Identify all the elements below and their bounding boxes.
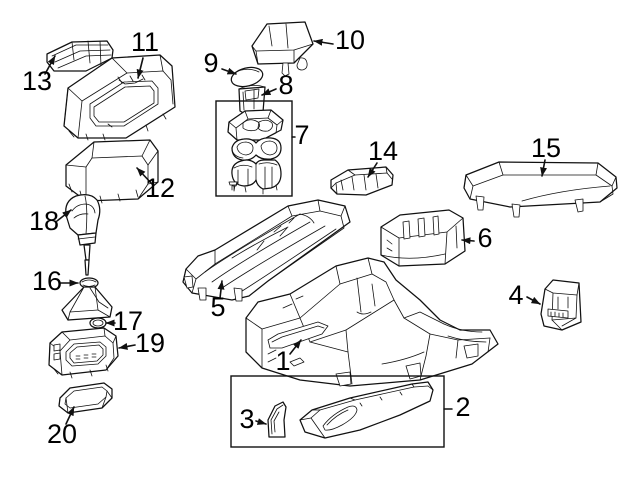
part-armrest-frame: [182, 199, 351, 302]
callout-12[interactable]: 12: [145, 173, 175, 203]
callout-3[interactable]: 3: [239, 404, 254, 434]
callout-17[interactable]: 17: [113, 306, 143, 336]
group-box-cupholder: [215, 100, 293, 197]
part-shifter-trim-ring: [58, 382, 113, 414]
group-box-floor-trim: [230, 375, 445, 448]
part-floor-trim-panel: [299, 381, 434, 439]
callout-13[interactable]: 13: [22, 66, 52, 96]
part-shift-boot: [61, 277, 113, 321]
callout-numbers: 1 2 3 4 5 6 7 8 9 10 11 12 13 14 15 16 1…: [22, 25, 561, 449]
part-cupholder-lower-cups: [231, 159, 282, 195]
callout-2[interactable]: 2: [455, 392, 470, 422]
callout-10[interactable]: 10: [335, 25, 365, 55]
callout-9[interactable]: 9: [203, 48, 218, 78]
part-cupholder-mid-ring: [231, 137, 282, 161]
part-cupholder-top-tray: [227, 109, 284, 141]
callout-6[interactable]: 6: [477, 223, 492, 253]
callout-15[interactable]: 15: [531, 133, 561, 163]
callout-18[interactable]: 18: [29, 206, 59, 236]
part-console-frame-surround: [65, 139, 159, 204]
part-storage-bin: [380, 209, 466, 267]
part-shift-knob: [65, 194, 101, 276]
part-retaining-grommet: [89, 317, 107, 329]
callout-20[interactable]: 20: [47, 419, 77, 449]
callout-1[interactable]: 1: [275, 346, 290, 376]
part-console-lid-small: [251, 21, 314, 77]
callout-8[interactable]: 8: [278, 70, 293, 100]
callout-14[interactable]: 14: [368, 136, 398, 166]
part-armrest-lid: [463, 161, 618, 218]
leader-lines: [44, 38, 548, 425]
part-trim-end-cap: [267, 401, 287, 438]
part-rear-console-module: [540, 279, 582, 331]
part-upper-console-bezel: [63, 54, 176, 141]
part-shifter-bezel-plate: [48, 327, 119, 379]
callout-16[interactable]: 16: [32, 266, 62, 296]
part-trim-strip-narrow: [330, 166, 394, 196]
callout-4[interactable]: 4: [508, 280, 523, 310]
callout-11[interactable]: 11: [131, 27, 159, 57]
callout-5[interactable]: 5: [210, 292, 225, 322]
callout-19[interactable]: 19: [135, 328, 165, 358]
part-cupholder-screw: [228, 181, 239, 191]
part-console-main-body: [245, 257, 499, 387]
callout-7[interactable]: 7: [294, 120, 309, 150]
